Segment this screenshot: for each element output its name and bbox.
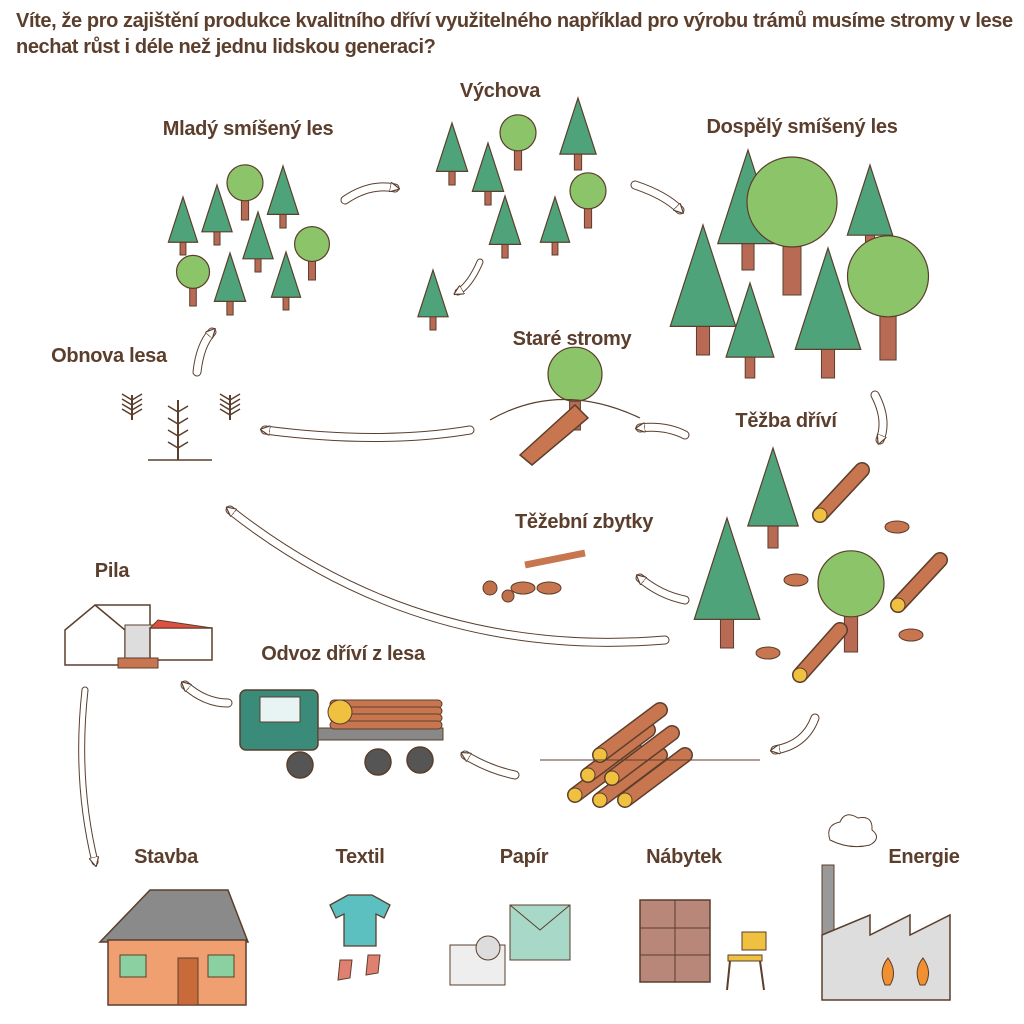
label-paper: Papír (499, 846, 549, 868)
label-old-trees: Staré stromy (512, 328, 632, 350)
spruce-tree (270, 250, 302, 311)
label-transport: Odvoz dříví z lesa (261, 643, 425, 665)
flame-icon (916, 957, 929, 986)
stump (783, 573, 809, 587)
spruce-tree (693, 516, 761, 649)
arrow-regeneration-to-young (192, 332, 217, 377)
log-pile (567, 742, 643, 803)
label-regeneration: Obnova lesa (51, 345, 167, 367)
arrow-old-to-regeneration (265, 430, 475, 442)
socks-icon (365, 954, 381, 976)
spruce-tree (559, 96, 597, 171)
stump (755, 646, 781, 660)
log (890, 552, 948, 613)
label-tending: Výchova (459, 80, 541, 102)
stump (898, 628, 924, 642)
envelope-flap (509, 904, 571, 931)
chair-icon (726, 931, 767, 991)
deciduous-tree (569, 172, 607, 229)
label-young-forest: Mladý smíšený les (162, 118, 334, 140)
log-pile (580, 722, 656, 783)
power-plant-icon (821, 814, 951, 1001)
seedling (219, 393, 241, 420)
log (792, 622, 848, 683)
logging-truck (239, 689, 444, 779)
spruce-tree (435, 121, 469, 186)
tshirt-icon (329, 894, 391, 947)
deciduous-tree (226, 164, 264, 221)
arrow-to-tending (340, 187, 395, 205)
spruce-tree (266, 164, 300, 229)
envelope-icon (509, 904, 571, 961)
label-mature-forest: Dospělý smíšený les (706, 116, 898, 138)
deciduous-tree (846, 235, 930, 361)
seedling (167, 400, 189, 460)
mushroom (501, 589, 515, 603)
spruce-tree (201, 183, 233, 246)
label-energy: Energie (888, 846, 960, 868)
deciduous-tree (746, 156, 838, 296)
spruce-tree (488, 194, 522, 259)
flame-icon (881, 957, 894, 986)
log-pile (592, 747, 668, 808)
socks-icon (337, 959, 353, 981)
spruce-tree (539, 195, 571, 256)
deciduous-tree (499, 114, 537, 171)
arrow-to-harvest (870, 390, 888, 440)
arrow-sawmill-to-uses (78, 686, 95, 862)
sawmill (64, 604, 213, 669)
arrow-harvest-to-pile (775, 713, 820, 750)
branch (524, 549, 586, 569)
arrow-truck-to-sawmill (185, 680, 233, 708)
wheel (364, 748, 392, 776)
label-residues: Těžební zbytky (514, 511, 654, 533)
log-pile (617, 747, 693, 808)
page-title: Víte, že pro zajištění produkce kvalitní… (16, 10, 1013, 58)
arrow-harvest-to-old (640, 427, 690, 440)
spruce-tree (794, 246, 862, 379)
fallen-trunk (518, 403, 590, 466)
stump (884, 520, 910, 534)
spruce-tree (242, 210, 274, 273)
spruce-tree (669, 223, 737, 356)
seedling (121, 393, 143, 420)
spruce-tree (213, 251, 247, 316)
toilet-paper-roll (475, 935, 501, 961)
log-pile (592, 702, 668, 763)
stump (536, 581, 562, 595)
arrow-harvest-to-regeneration (230, 505, 670, 647)
ground-line (489, 398, 641, 421)
smoke-cloud-icon (828, 814, 877, 848)
spruce-tree (417, 268, 449, 331)
label-furniture: Nábytek (646, 846, 722, 868)
cycle-arrows (78, 180, 888, 862)
arrow-pile-to-truck (465, 750, 520, 780)
deciduous-tree (175, 254, 211, 307)
illustrations (64, 393, 951, 1006)
label-construction: Stavba (134, 846, 198, 868)
arrow-harvest-to-residues (640, 573, 690, 605)
wheel (406, 746, 434, 774)
label-sawmill: Pila (94, 560, 130, 582)
cabinet-icon (639, 899, 711, 983)
arrow-to-mature (630, 180, 685, 215)
log-pile (604, 725, 680, 786)
wheel (286, 751, 314, 779)
label-textile: Textil (335, 846, 385, 868)
stump (510, 581, 536, 595)
spruce-tree (725, 281, 775, 379)
trees (167, 96, 930, 653)
spruce-tree (471, 141, 505, 206)
deciduous-tree (294, 226, 331, 281)
house-icon (98, 889, 250, 1006)
arrow-tending-to-christmas (458, 258, 484, 296)
label-harvest: Těžba dříví (735, 410, 837, 432)
spruce-tree (167, 195, 199, 256)
log (812, 462, 870, 523)
mushroom (482, 580, 498, 596)
spruce-tree (746, 446, 800, 549)
